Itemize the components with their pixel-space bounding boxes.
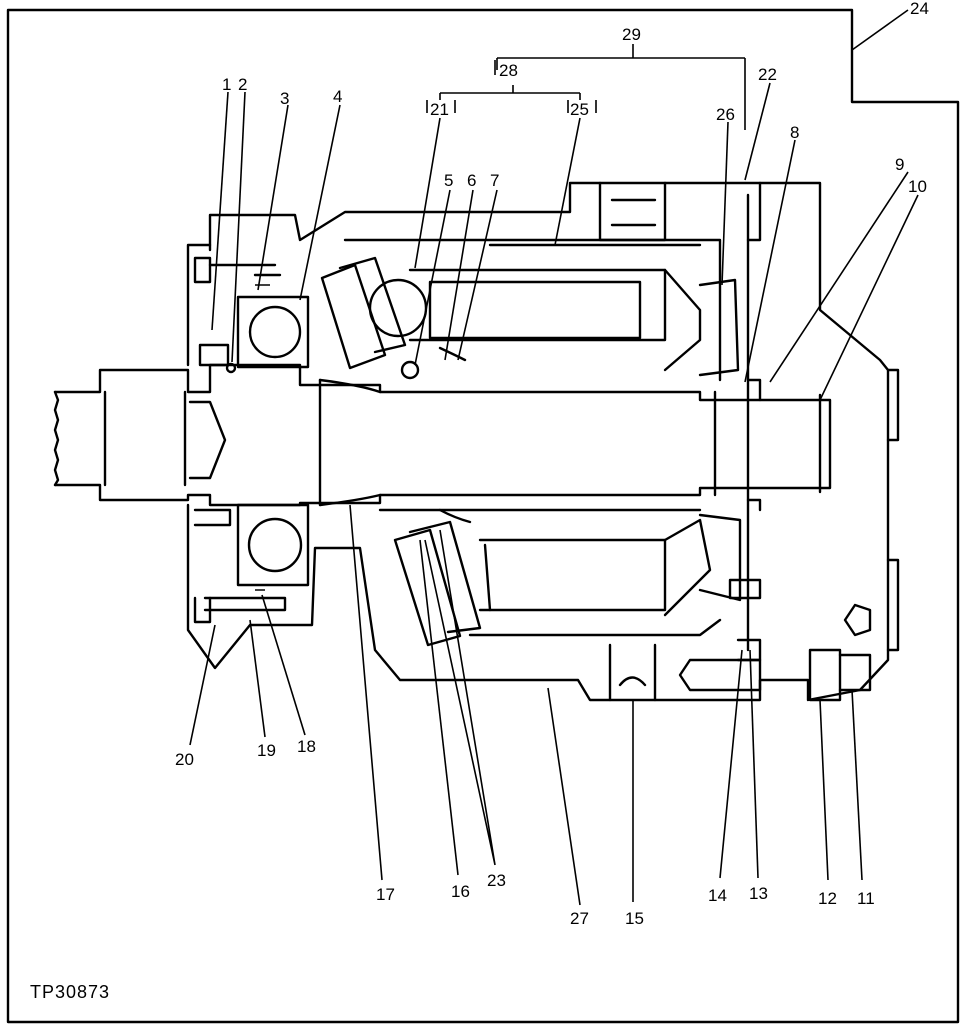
- callout-5: 5: [444, 171, 453, 190]
- callout-8: 8: [790, 123, 799, 142]
- callout-12: 12: [818, 889, 837, 908]
- callout-9: 9: [895, 155, 904, 174]
- callout-22: 22: [758, 65, 777, 84]
- callout-11: 11: [857, 889, 875, 908]
- callout-10: 10: [908, 177, 927, 196]
- callout-19: 19: [257, 741, 276, 760]
- drive-shaft: [53, 363, 832, 507]
- callout-24: 24: [910, 0, 929, 18]
- front-bearing: [236, 295, 310, 587]
- callout-6: 6: [467, 171, 476, 190]
- rear-components: [678, 378, 872, 702]
- callout-labels: 1 2 3 4 5 6 7 8 9 10 11 12 13 14 15 16 1…: [175, 0, 929, 928]
- lower-piston: [378, 508, 742, 637]
- callout-7: 7: [490, 171, 499, 190]
- callout-4: 4: [333, 87, 342, 106]
- callout-27: 27: [570, 909, 589, 928]
- figure-border: [6, 8, 960, 1024]
- figure-code: TP30873: [30, 982, 110, 1002]
- callout-16: 16: [451, 882, 470, 901]
- callout-20: 20: [175, 750, 194, 769]
- callout-3: 3: [280, 89, 289, 108]
- swash-plate-assembly: [320, 256, 482, 647]
- callout-1: 1: [222, 75, 231, 94]
- callout-14: 14: [708, 886, 727, 905]
- callout-21: 21: [430, 100, 449, 119]
- callout-28: 28: [499, 61, 518, 80]
- callout-29: 29: [622, 25, 641, 44]
- front-cover: [193, 256, 287, 624]
- group-brackets: [426, 60, 597, 113]
- callout-17: 17: [376, 885, 395, 904]
- callout-15: 15: [625, 909, 644, 928]
- upper-piston: [343, 238, 740, 382]
- pump-housing: [186, 181, 900, 702]
- callout-23: 23: [487, 871, 506, 890]
- callout-13: 13: [749, 884, 768, 903]
- callout-25: 25: [570, 100, 589, 119]
- callout-26: 26: [716, 105, 735, 124]
- callout-18: 18: [297, 737, 316, 756]
- leader-lines: [189, 9, 919, 906]
- callout-2: 2: [238, 75, 247, 94]
